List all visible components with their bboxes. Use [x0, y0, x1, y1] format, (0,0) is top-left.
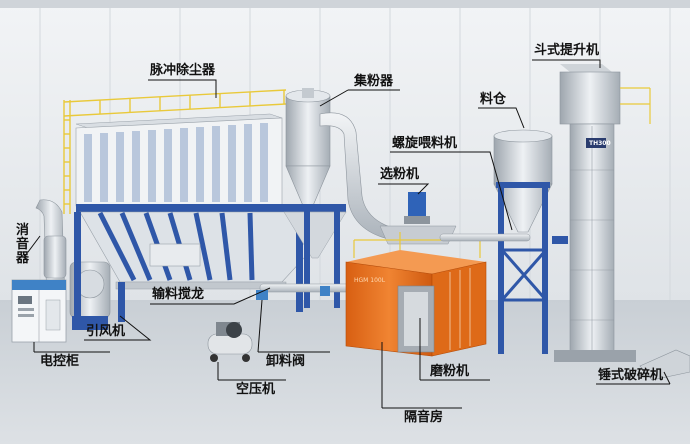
leader-pulse-dust-collector [148, 79, 217, 98]
label-silo: 料仓 [480, 92, 507, 107]
label-classifier: 选粉机 [380, 167, 420, 182]
leader-discharge-valve-stem [257, 299, 263, 353]
leader-silo [478, 107, 525, 129]
leader-screw-feeder [390, 151, 513, 231]
elevator-logo: TH300 [589, 140, 611, 147]
label-pulse-dust-collector: 脉冲除尘器 [150, 63, 216, 78]
label-silencer: 消音器 [16, 223, 30, 266]
leader-powder-collector-stem [319, 89, 349, 107]
discharge-valve-unit [256, 286, 330, 300]
air-compressor-unit [207, 322, 253, 362]
label-sound-room: 隔音房 [404, 410, 444, 425]
bucket-elevator-unit: TH300 [554, 64, 651, 362]
leader-conveyor [150, 287, 271, 305]
leader-hammer-crusher-stem [663, 371, 671, 385]
label-induced-fan: 引风机 [86, 324, 126, 339]
screw-feeder-unit [439, 233, 568, 244]
sound-room-unit: HGM 100L [345, 232, 487, 357]
label-hammer-crusher: 锤式破碎机 [598, 368, 664, 383]
label-discharge-valve: 卸料阀 [266, 354, 306, 369]
leader-bucket-elevator [532, 59, 601, 68]
hammer-crusher-unit [639, 349, 690, 381]
leader-silencer [18, 235, 41, 253]
label-conveyor-agitator: 输料搅龙 [152, 287, 205, 302]
sound-room-plate: HGM 100L [354, 277, 386, 284]
label-grinding-mill: 磨粉机 [430, 364, 470, 379]
label-air-compressor: 空压机 [236, 382, 276, 397]
leader-classifier [378, 183, 430, 195]
label-screw-feeder: 螺旋喂料机 [392, 136, 458, 151]
pulse-dust-collector-unit [63, 89, 347, 330]
label-powder-collector: 集粉器 [354, 74, 394, 89]
control-cabinet-unit [11, 279, 67, 343]
label-bucket-elevator: 斗式提升机 [534, 43, 600, 58]
silo-unit [493, 129, 553, 354]
leader-induced-fan [84, 315, 152, 341]
conveyor-agitator-unit [259, 283, 351, 293]
label-control-cabinet: 电控柜 [40, 354, 80, 369]
leader-lines [18, 59, 671, 409]
